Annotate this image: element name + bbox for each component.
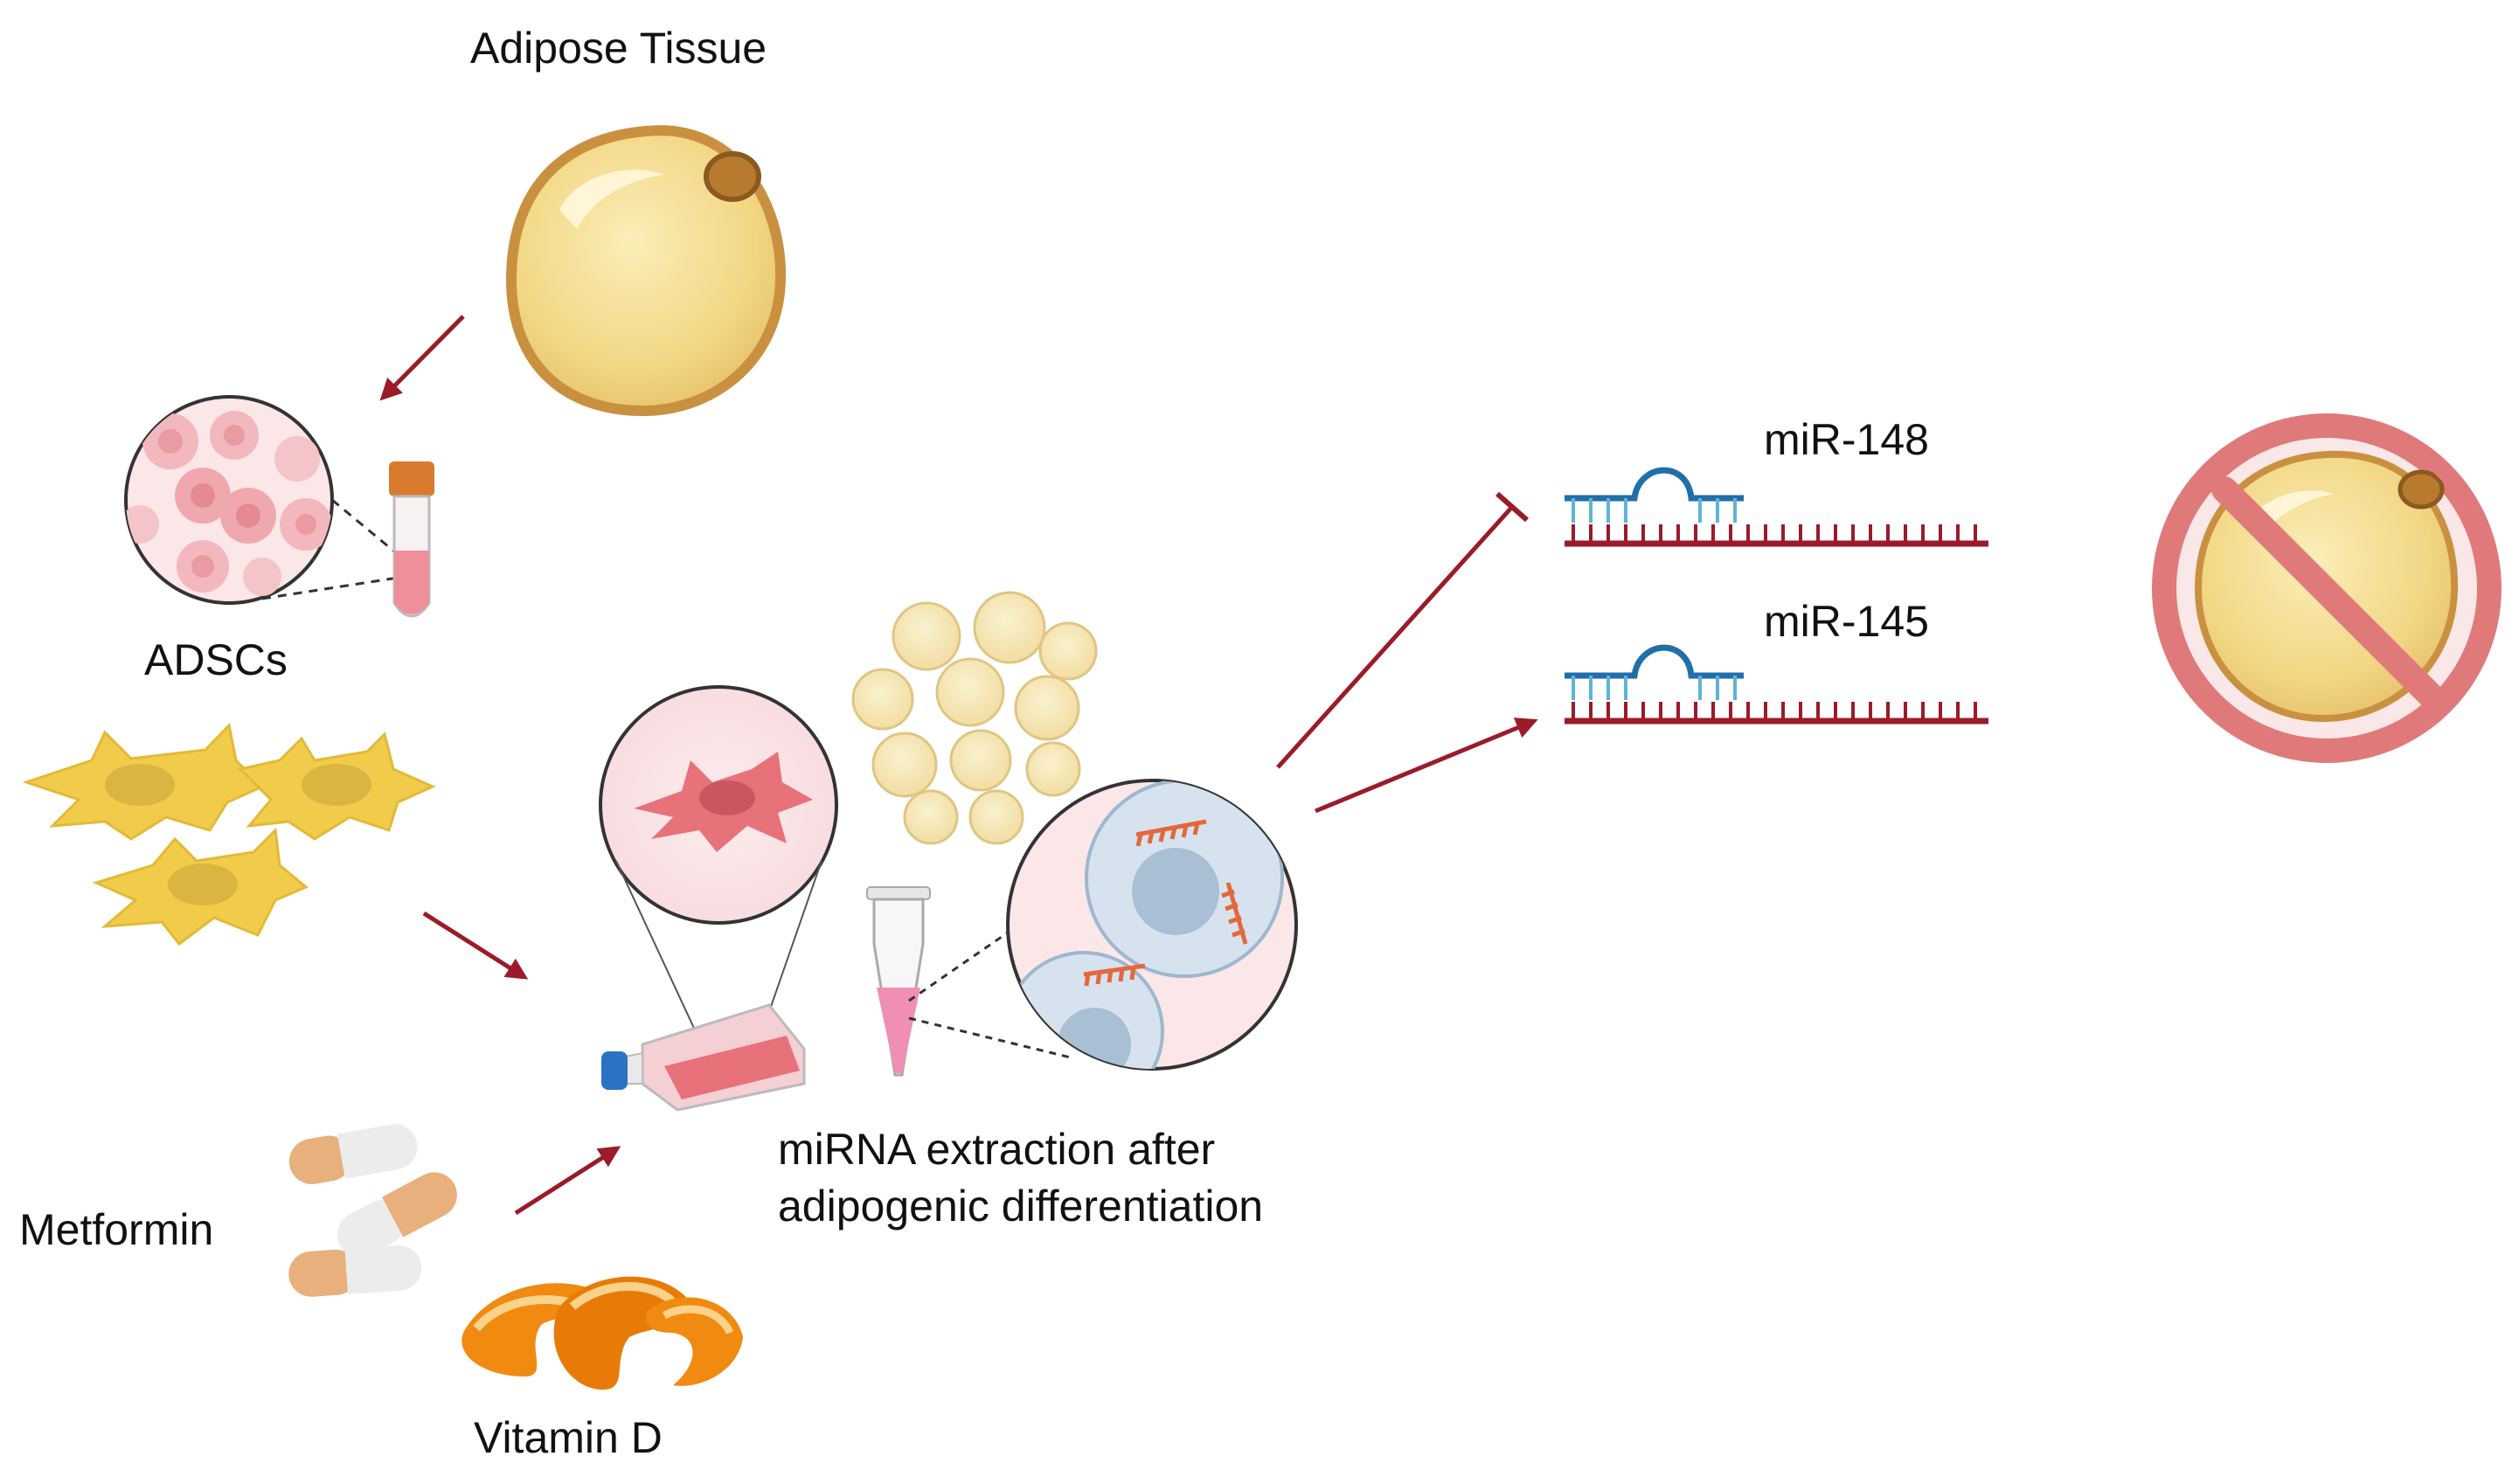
no-adipocyte-icon xyxy=(2152,413,2502,763)
orange-peel-icon xyxy=(461,1276,743,1390)
adipose-cell-icon xyxy=(505,125,787,417)
test-tube-icon xyxy=(389,461,434,618)
metformin-label: Metformin xyxy=(19,1205,214,1254)
mir148-label: miR-148 xyxy=(1764,415,1929,464)
cultured-cell-magnified-icon xyxy=(599,685,838,1063)
cell-mirna-magnified-icon xyxy=(1006,779,1298,1071)
vitamin-d-label: Vitamin D xyxy=(474,1413,663,1462)
inhibition-arrow-to-mir148 xyxy=(1276,505,1514,769)
mir145-duplex-icon xyxy=(1565,644,1988,725)
adipose-tissue-label: Adipose Tissue xyxy=(470,24,767,73)
mir148-duplex-icon xyxy=(1565,467,1988,547)
arrow-metformin-to-flask xyxy=(514,1146,621,1216)
mir145-label: miR-145 xyxy=(1764,597,1929,646)
adscs-magnified-view-icon xyxy=(124,395,405,605)
mirna-extraction-label-line1: miRNA extraction after xyxy=(778,1125,1216,1174)
mirna-extraction-label-line2: adipogenic differentiation xyxy=(778,1182,1264,1231)
adscs-label: ADSCs xyxy=(144,635,288,684)
microtube-icon xyxy=(866,886,1072,1077)
stem-cells-icon xyxy=(22,722,436,947)
arrow-to-mir145 xyxy=(1315,718,1538,814)
arrow-adipose-to-adscs xyxy=(379,315,465,401)
arrow-adscs-to-flask xyxy=(422,911,529,980)
inhibition-bar-mir148 xyxy=(1495,491,1529,523)
culture-flask-icon xyxy=(601,1003,806,1112)
adipocyte-cluster-icon xyxy=(851,591,1098,845)
metformin-capsules-icon xyxy=(288,1124,457,1297)
